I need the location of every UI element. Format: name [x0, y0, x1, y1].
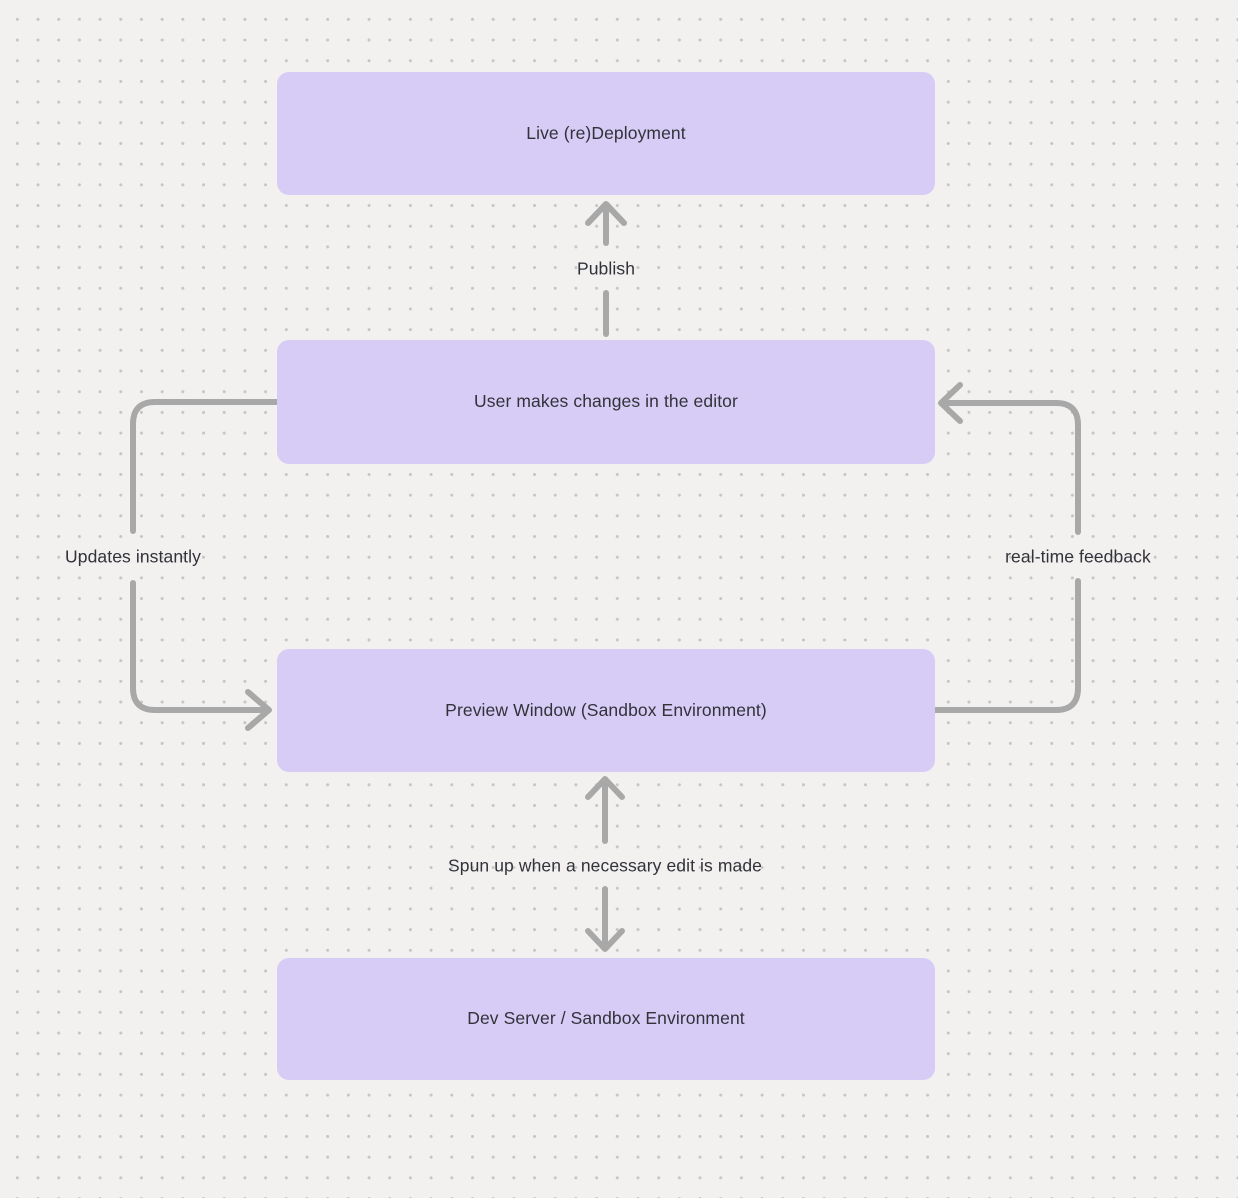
- node-dev-server[interactable]: Dev Server / Sandbox Environment: [277, 958, 935, 1080]
- node-editor-label: User makes changes in the editor: [474, 391, 738, 412]
- node-preview-window-label: Preview Window (Sandbox Environment): [445, 699, 767, 720]
- edge-spun-up-arrow: [585, 776, 625, 952]
- node-live-deployment[interactable]: Live (re)Deployment: [277, 72, 935, 195]
- edge-real-time-feedback-arrow: [932, 382, 1081, 713]
- edge-label-spun-up: Spun up when a necessary edit is made: [447, 855, 763, 876]
- edge-label-publish: Publish: [576, 258, 636, 279]
- edge-label-updates-instantly: Updates instantly: [65, 546, 201, 567]
- edge-updates-instantly-arrow: [130, 399, 280, 731]
- node-preview-window[interactable]: Preview Window (Sandbox Environment): [277, 649, 935, 772]
- edge-label-real-time-feedback: real-time feedback: [1005, 546, 1151, 567]
- node-live-deployment-label: Live (re)Deployment: [526, 122, 686, 143]
- edge-publish-arrow: [585, 201, 627, 337]
- node-dev-server-label: Dev Server / Sandbox Environment: [467, 1008, 745, 1029]
- node-editor[interactable]: User makes changes in the editor: [277, 340, 935, 464]
